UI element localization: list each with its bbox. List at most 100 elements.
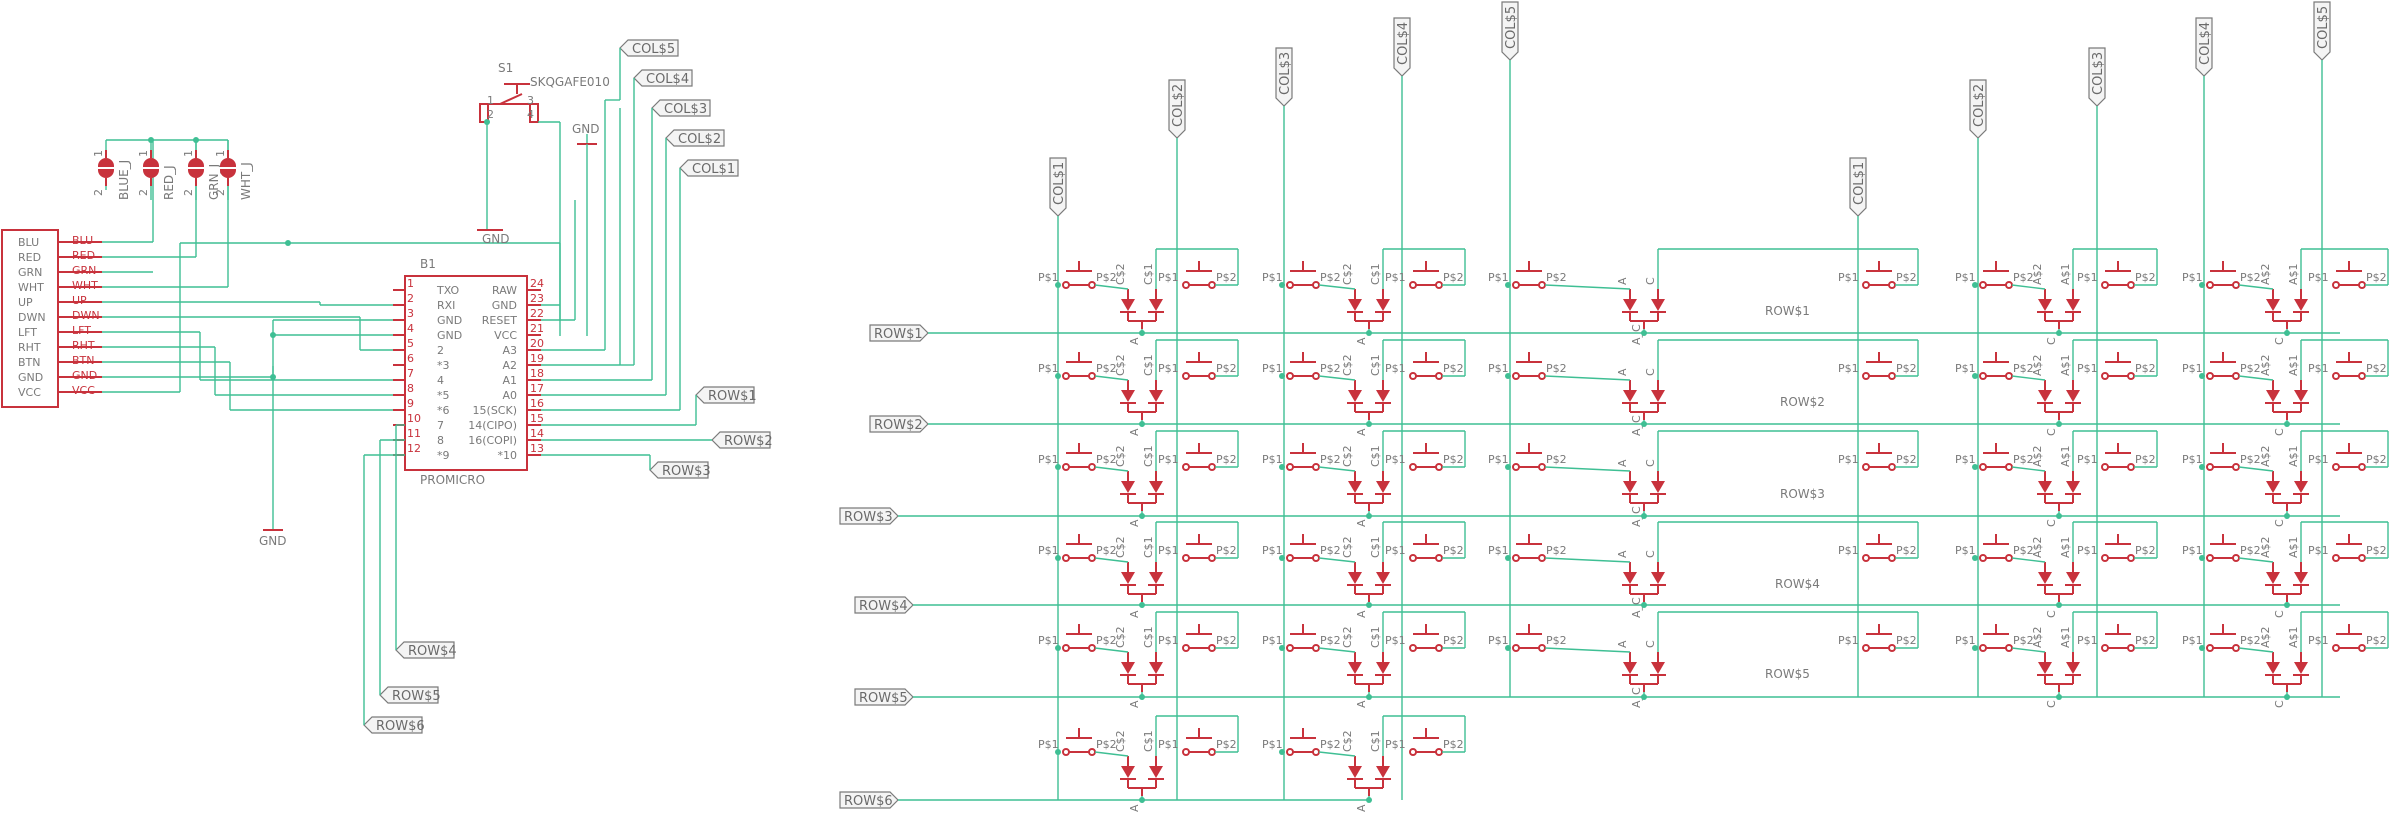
matrix-col-label-2[interactable]: COL$2 — [1168, 79, 1186, 139]
matrix-col-label-1[interactable]: COL$1 — [1049, 157, 1067, 217]
matrix-col-label-6-text: COL$1 — [1852, 162, 1867, 205]
matrix-row-label-3[interactable]: ROW$3 — [839, 507, 899, 525]
diode-label-c: C — [2273, 610, 2286, 618]
net-label-row-5-left[interactable]: ROW$5 — [379, 686, 441, 704]
diode-label-c: A — [1355, 428, 1368, 436]
svg-text:4: 4 — [527, 108, 534, 121]
net-label-row-1-left[interactable]: ROW$1 — [695, 386, 757, 404]
net-label-row-6-left[interactable]: ROW$6 — [363, 716, 425, 734]
matrix-row-label-4[interactable]: ROW$4 — [854, 596, 914, 614]
matrix-col-label-3[interactable]: COL$3 — [1275, 47, 1293, 107]
matrix-col-label-6[interactable]: COL$1 — [1849, 157, 1867, 217]
pad-right-label: P$2 — [1443, 362, 1464, 375]
matrix-row-label-1[interactable]: ROW$1 — [869, 324, 929, 342]
net-label-col-3[interactable]: COL$3 — [651, 99, 711, 117]
pad-right-label: P$2 — [1320, 271, 1341, 284]
net-label-col-4[interactable]: COL$4 — [633, 69, 693, 87]
diode-label-b: A$1 — [2059, 263, 2072, 285]
net-label-col-2[interactable]: COL$2 — [665, 129, 725, 147]
connector-pin-blu: BLU — [18, 236, 39, 249]
net-label-row-4-left[interactable]: ROW$4 — [395, 641, 457, 659]
matrix-col-label-4[interactable]: COL$4 — [1393, 17, 1411, 77]
matrix-col-label-7[interactable]: COL$2 — [1969, 79, 1987, 139]
matrix-col-label-10[interactable]: COL$5 — [2313, 1, 2331, 61]
mcu-pin-num-1: 1 — [407, 277, 414, 290]
net-label-row-3-left[interactable]: ROW$3 — [649, 461, 711, 479]
matrix-row-label-5[interactable]: ROW$5 — [854, 688, 914, 706]
matrix-row-label-2[interactable]: ROW$2 — [869, 415, 929, 433]
diode-label-b: C — [1644, 368, 1657, 376]
reset-switch[interactable]: S1 SKQGAFE010 1 2 3 4 GND GND — [477, 61, 610, 336]
matrix-col-label-8[interactable]: COL$3 — [2088, 47, 2106, 107]
connector-pin-rht: RHT — [18, 341, 41, 354]
pad-left-label: P$1 — [1038, 544, 1059, 557]
mcu-pin-name-21: VCC — [494, 329, 517, 342]
matrix-col-label-5[interactable]: COL$5 — [1501, 1, 1519, 61]
net-label-col-1[interactable]: COL$1 — [679, 159, 739, 177]
net-label-col-5[interactable]: COL$5 — [619, 39, 679, 57]
diode-label-a: A — [1616, 550, 1629, 558]
pad-left-label: P$1 — [1262, 738, 1283, 751]
matrix-row-label-6[interactable]: ROW$6 — [839, 791, 899, 809]
matrix-col-label-9[interactable]: COL$4 — [2195, 17, 2213, 77]
diode-label-a: A$2 — [2031, 354, 2044, 376]
connector-outline — [1, 229, 59, 408]
net-label-row-2-left[interactable]: ROW$2 — [711, 431, 773, 449]
